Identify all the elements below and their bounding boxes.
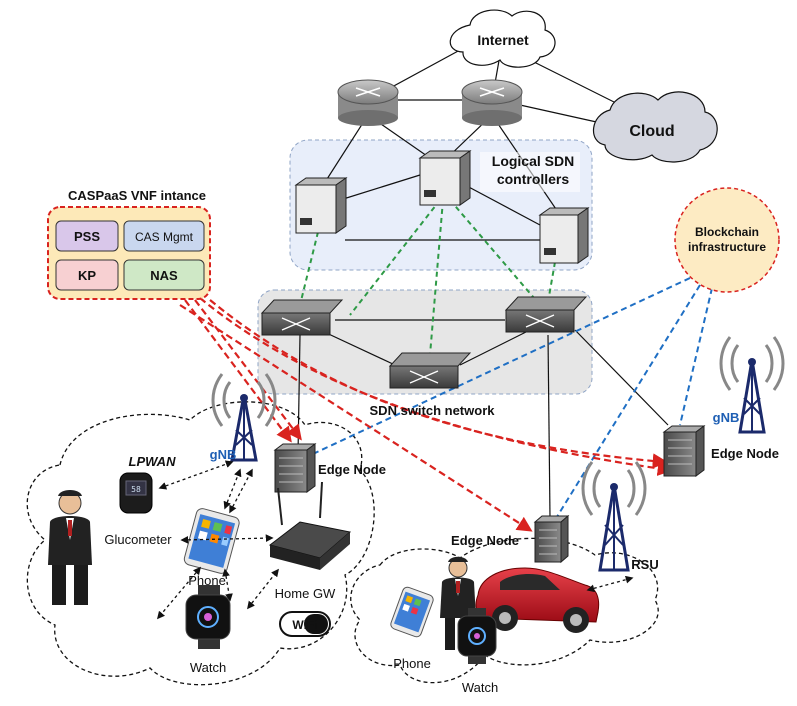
gnb-tower-right: [719, 336, 785, 434]
watch-vehicle-label: Watch: [462, 680, 498, 695]
blockchain-label-line2: infrastructure: [688, 240, 766, 254]
sdn-controller-center: [418, 150, 472, 206]
vnf-links: [179, 297, 674, 532]
blockchain-label-line1: Blockchain: [695, 225, 759, 239]
svg-text:58: 58: [131, 485, 141, 494]
svg-text:WiFi: WiFi: [292, 618, 317, 632]
router-right: [461, 79, 523, 126]
controllers-label-line1: Logical SDN: [492, 153, 574, 169]
edge-node-mid-label: Edge Node: [451, 533, 519, 548]
blockchain-links: [299, 277, 713, 521]
sdn-switch-center: [388, 352, 472, 389]
edge-node-right-label: Edge Node: [711, 446, 779, 461]
home-gateway: [268, 481, 352, 570]
vnf-module-kp: KP: [55, 259, 119, 291]
sdn-controller-right: [538, 207, 590, 264]
phone-home: [183, 508, 240, 574]
router-left: [337, 79, 399, 126]
watch-home: [185, 585, 231, 649]
watch-vehicle: [457, 608, 497, 664]
internet-cloud: [449, 9, 556, 68]
edge-node-home-label: Edge Node: [318, 462, 386, 477]
gnb-label-left: gNB: [210, 447, 237, 462]
controller-label-bg: [480, 152, 580, 192]
cloud-label: Cloud: [629, 123, 674, 140]
controllers-label-line2: controllers: [497, 171, 570, 187]
rsu-tower: [581, 461, 647, 572]
car-rsu-link: [586, 575, 634, 593]
svg-text:PSS: PSS: [74, 229, 100, 244]
home-gw-label: Home GW: [275, 586, 336, 601]
svg-text:KP: KP: [78, 268, 96, 283]
switch-network-label: SDN switch network: [370, 403, 496, 418]
home-wireless-links: [156, 460, 279, 620]
control-plane-links: [299, 199, 556, 356]
edge-node-home: [273, 443, 317, 493]
glucometer-label: Glucometer: [104, 532, 172, 547]
internet-label: Internet: [477, 32, 529, 48]
person-home: [48, 490, 92, 605]
svg-text:NAS: NAS: [150, 268, 178, 283]
watch-home-label: Watch: [190, 660, 226, 675]
home-area-cloud: [26, 401, 375, 686]
svg-text:CAS Mgmt: CAS Mgmt: [135, 230, 194, 244]
car: [475, 567, 600, 633]
rsu-label: RSU: [631, 557, 658, 572]
sdn-controller-left: [294, 177, 348, 234]
vnf-module-pss: PSS: [55, 220, 119, 252]
vnf-title: CASPaaS VNF intance: [68, 188, 206, 203]
gnb-tower-left: [211, 373, 277, 462]
cloud-shape: [592, 91, 718, 163]
sdn-switch-right: [504, 296, 588, 333]
phone-vehicle: [390, 586, 434, 638]
blockchain-infrastructure: [674, 187, 780, 293]
lpwan-label: LPWAN: [129, 454, 177, 469]
gnb-label-right: gNB: [713, 410, 740, 425]
glucometer-device: 58: [119, 472, 153, 514]
vnf-module-cas-mgmt: CAS Mgmt: [123, 220, 205, 252]
vehicle-area-cloud: [350, 537, 659, 684]
edge-node-mid: [533, 514, 570, 564]
sdn-switch-left: [260, 299, 344, 336]
phone-vehicle-label: Phone: [393, 656, 431, 671]
wifi-logo: WiFi: [279, 611, 331, 637]
edge-node-right: [662, 425, 706, 477]
vnf-module-nas: NAS: [123, 259, 205, 291]
